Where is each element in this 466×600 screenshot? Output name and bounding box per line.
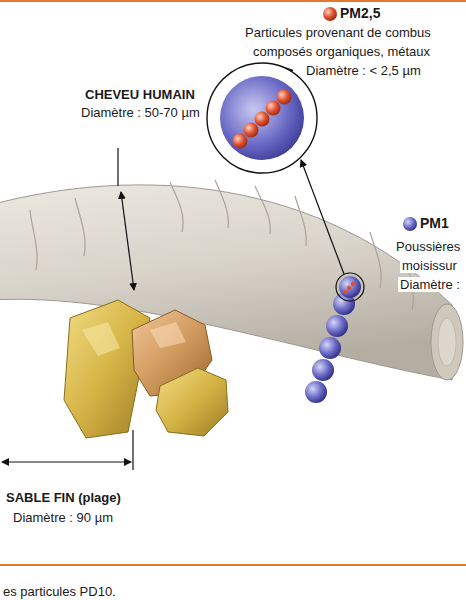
dimension-tick [132,430,133,470]
zoom-arrow [301,160,344,274]
description: Poussières [394,239,462,254]
description: moisissur [400,258,459,273]
part-name: PM1 [420,216,449,231]
dimension-label: Diamètre : < 2,5 µm [306,63,421,78]
leader-line [117,148,118,186]
pm25-dot [323,7,337,21]
dimension-label: Diamètre : 90 µm [13,510,113,525]
top-rule [0,0,466,2]
dimension-arrow [2,461,131,462]
part-name: PM2,5 [340,6,380,21]
dimension-label: Diamètre : 50-70 µm [81,105,200,120]
caption: es particules PD10. [3,584,116,599]
dimension-label: Diamètre : [398,277,462,292]
sand-grains [64,300,228,438]
part-name: CHEVEU HUMAIN [85,87,195,102]
dimension-arrow [121,192,134,290]
description: Particules provenant de combus [245,25,431,40]
description: composés organiques, métaux [253,44,430,59]
bottom-rule [0,564,466,566]
part-name: SABLE FIN (plage) [6,490,121,505]
pm10-particles [305,273,364,403]
pm10-dot [403,217,417,231]
magnified-particle [207,63,317,173]
